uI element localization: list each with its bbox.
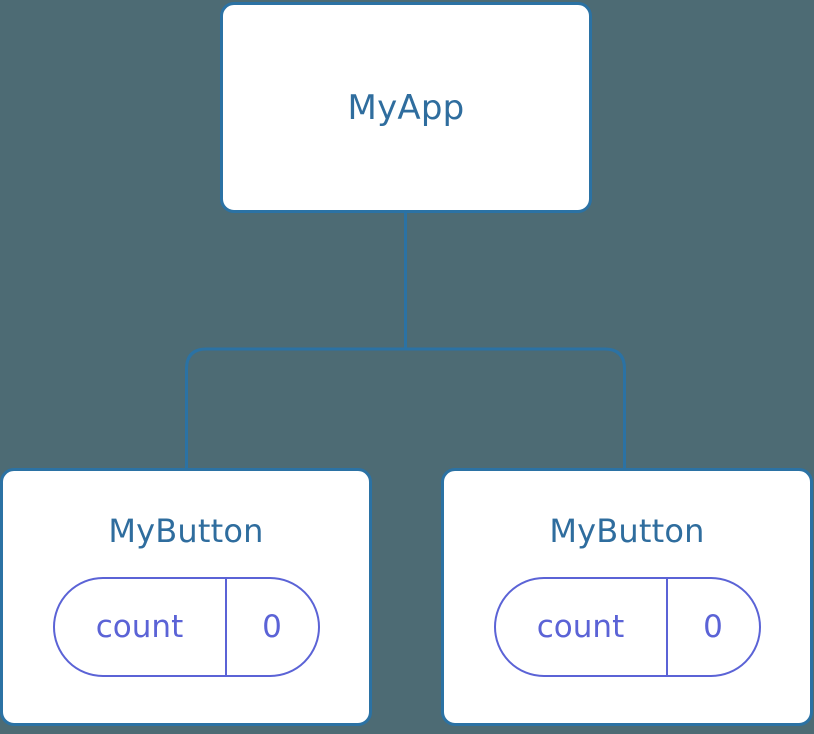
state-key-label: count <box>536 608 625 645</box>
node-mybutton-1[interactable]: MyButton count 0 <box>0 468 372 726</box>
state-key-cell: count <box>496 579 668 675</box>
node-myapp[interactable]: MyApp <box>220 2 592 213</box>
state-value-label: 0 <box>262 608 282 645</box>
node-title: MyButton <box>549 512 705 550</box>
node-mybutton-2[interactable]: MyButton count 0 <box>441 468 813 726</box>
node-title: MyApp <box>347 87 465 128</box>
state-value-label: 0 <box>703 608 723 645</box>
state-key-label: count <box>95 608 184 645</box>
state-value-cell: 0 <box>227 579 318 675</box>
node-title: MyButton <box>108 512 264 550</box>
state-pill[interactable]: count 0 <box>493 577 761 677</box>
state-value-cell: 0 <box>668 579 759 675</box>
edge-branch-bar <box>185 347 626 470</box>
state-pill[interactable]: count 0 <box>52 577 320 677</box>
state-key-cell: count <box>55 579 227 675</box>
